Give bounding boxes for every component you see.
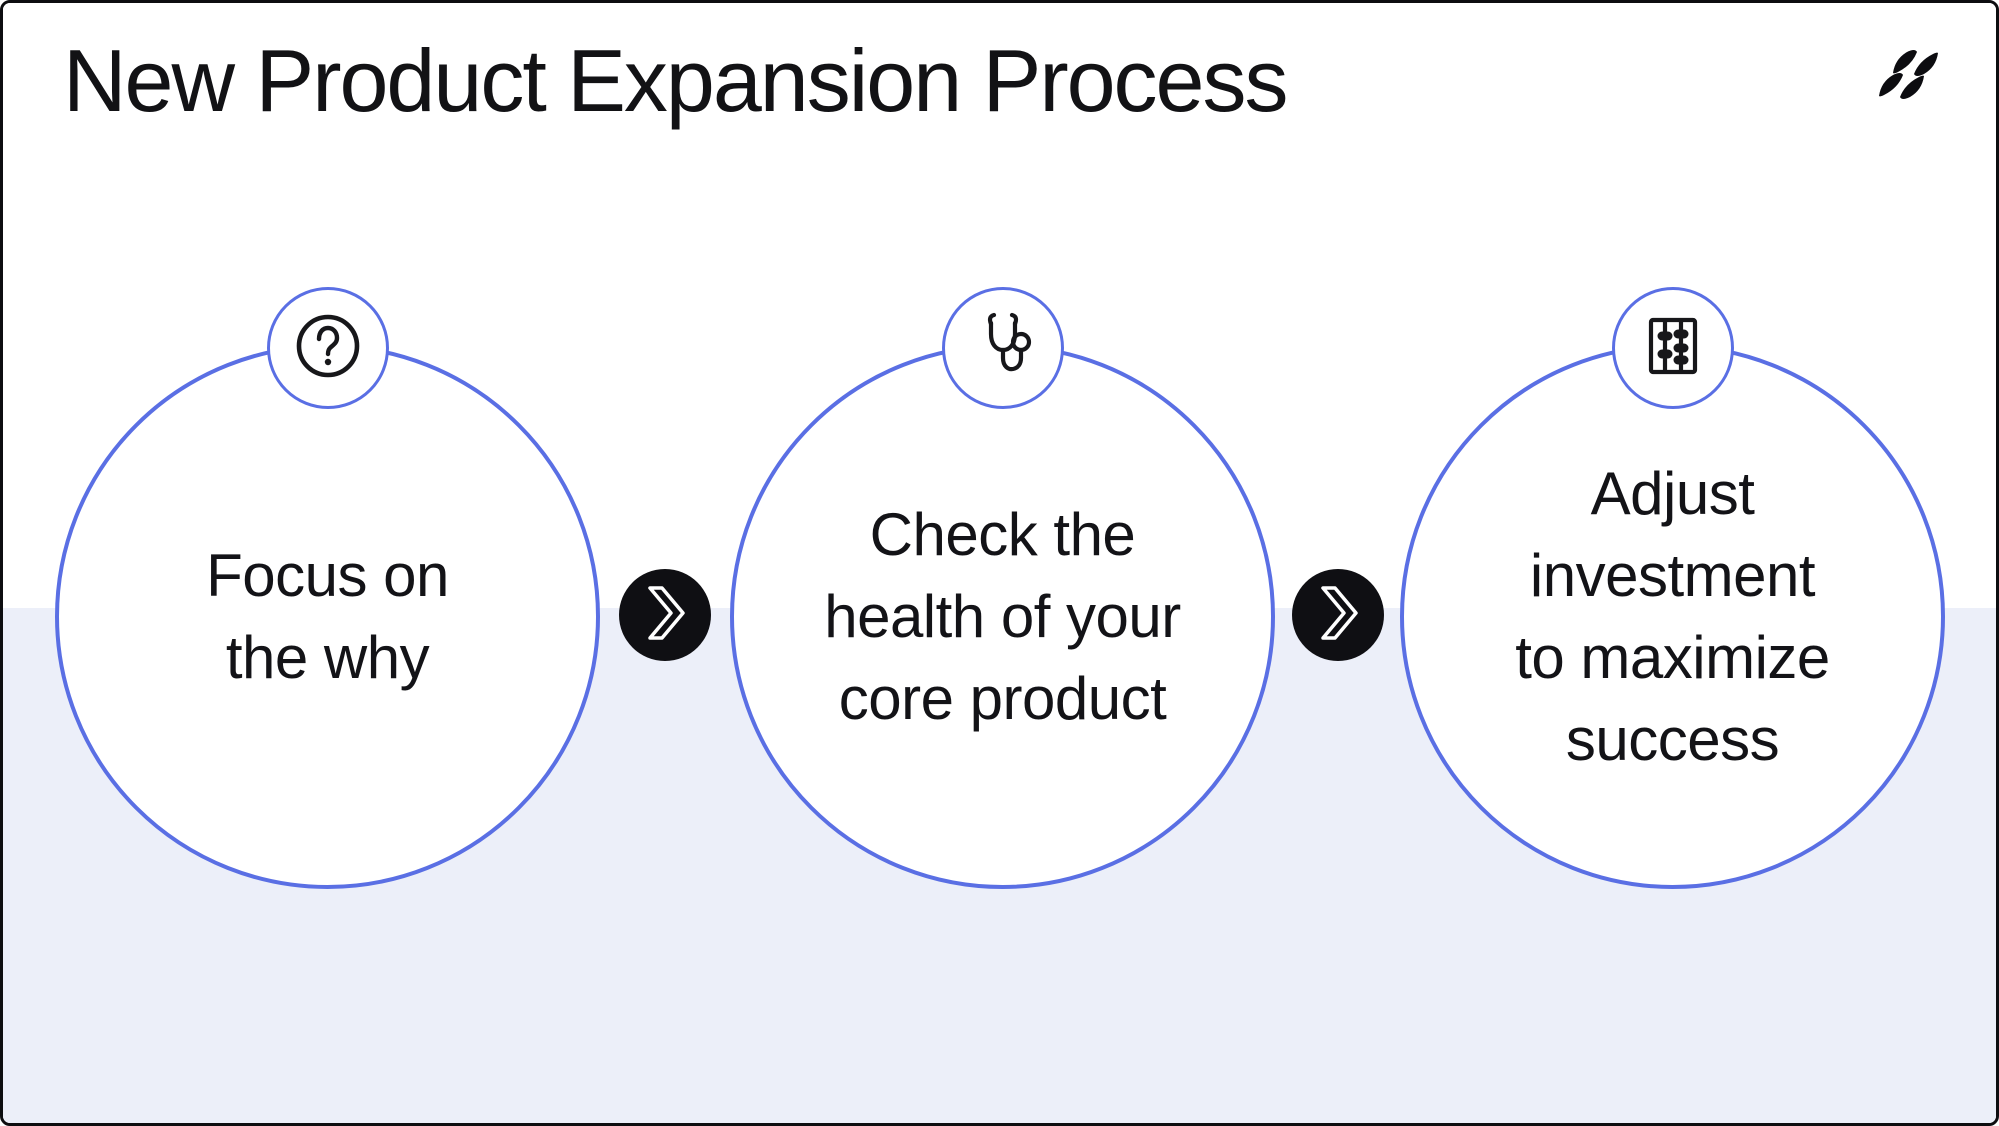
step-2-icon-badge (942, 287, 1064, 409)
stethoscope-icon (969, 312, 1037, 385)
step-1-icon-badge (267, 287, 389, 409)
step-3-label-line: success (1565, 705, 1780, 773)
step-3-icon-badge (1612, 287, 1734, 409)
step-3-label-line: investment (1529, 541, 1816, 609)
step-2-label-line: Check the (869, 500, 1136, 568)
reforge-mark-icon (1878, 49, 1938, 101)
step-3-label-line: Adjust (1590, 459, 1755, 527)
step-3-label-line: to maximize (1515, 623, 1830, 691)
next-step-arrow-2 (1292, 569, 1384, 661)
step-2-label: Check the health of your core product (824, 494, 1181, 740)
question-mark-circle-icon (294, 312, 362, 385)
step-2-label-line: health of your (824, 582, 1181, 650)
step-1-label-line: Focus on (206, 541, 449, 609)
page-title: New Product Expansion Process (63, 31, 1288, 130)
step-1-label-line: the why (225, 623, 430, 691)
next-step-arrow-1 (619, 569, 711, 661)
step-1-circle: Focus on the why (55, 344, 600, 889)
step-1-label: Focus on the why (206, 535, 449, 699)
double-chevron-right-icon (619, 567, 711, 664)
step-2-label-line: core product (838, 664, 1167, 732)
double-chevron-right-icon (1292, 567, 1384, 664)
step-3-circle: Adjust investment to maximize success (1400, 344, 1945, 889)
step-3-label: Adjust investment to maximize success (1515, 453, 1830, 781)
step-2-circle: Check the health of your core product (730, 344, 1275, 889)
abacus-icon (1639, 312, 1707, 385)
